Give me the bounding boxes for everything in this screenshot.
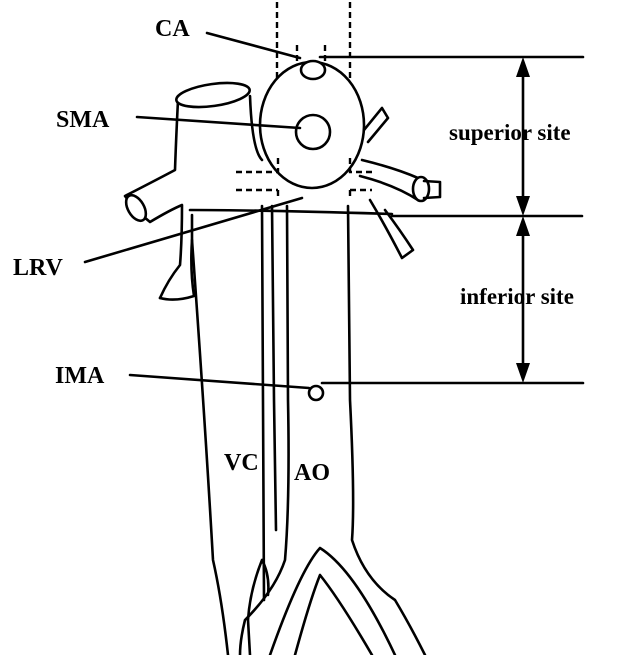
label-lrv: LRV [13,255,63,281]
vena-cava [192,206,276,655]
label-ima: IMA [55,363,105,389]
ca-vessel [301,61,325,79]
aorta [240,206,425,655]
label-vc: VC [224,450,259,476]
sma-vessel [296,115,330,149]
label-ao: AO [294,460,330,486]
label-sma: SMA [56,107,110,133]
right-branches [360,108,440,258]
ima-vessel [309,386,323,400]
lrv-vessel [190,210,392,214]
label-ca: CA [155,16,190,42]
label-superior-site: superior site [449,120,571,145]
label-inferior-site: inferior site [460,284,574,309]
